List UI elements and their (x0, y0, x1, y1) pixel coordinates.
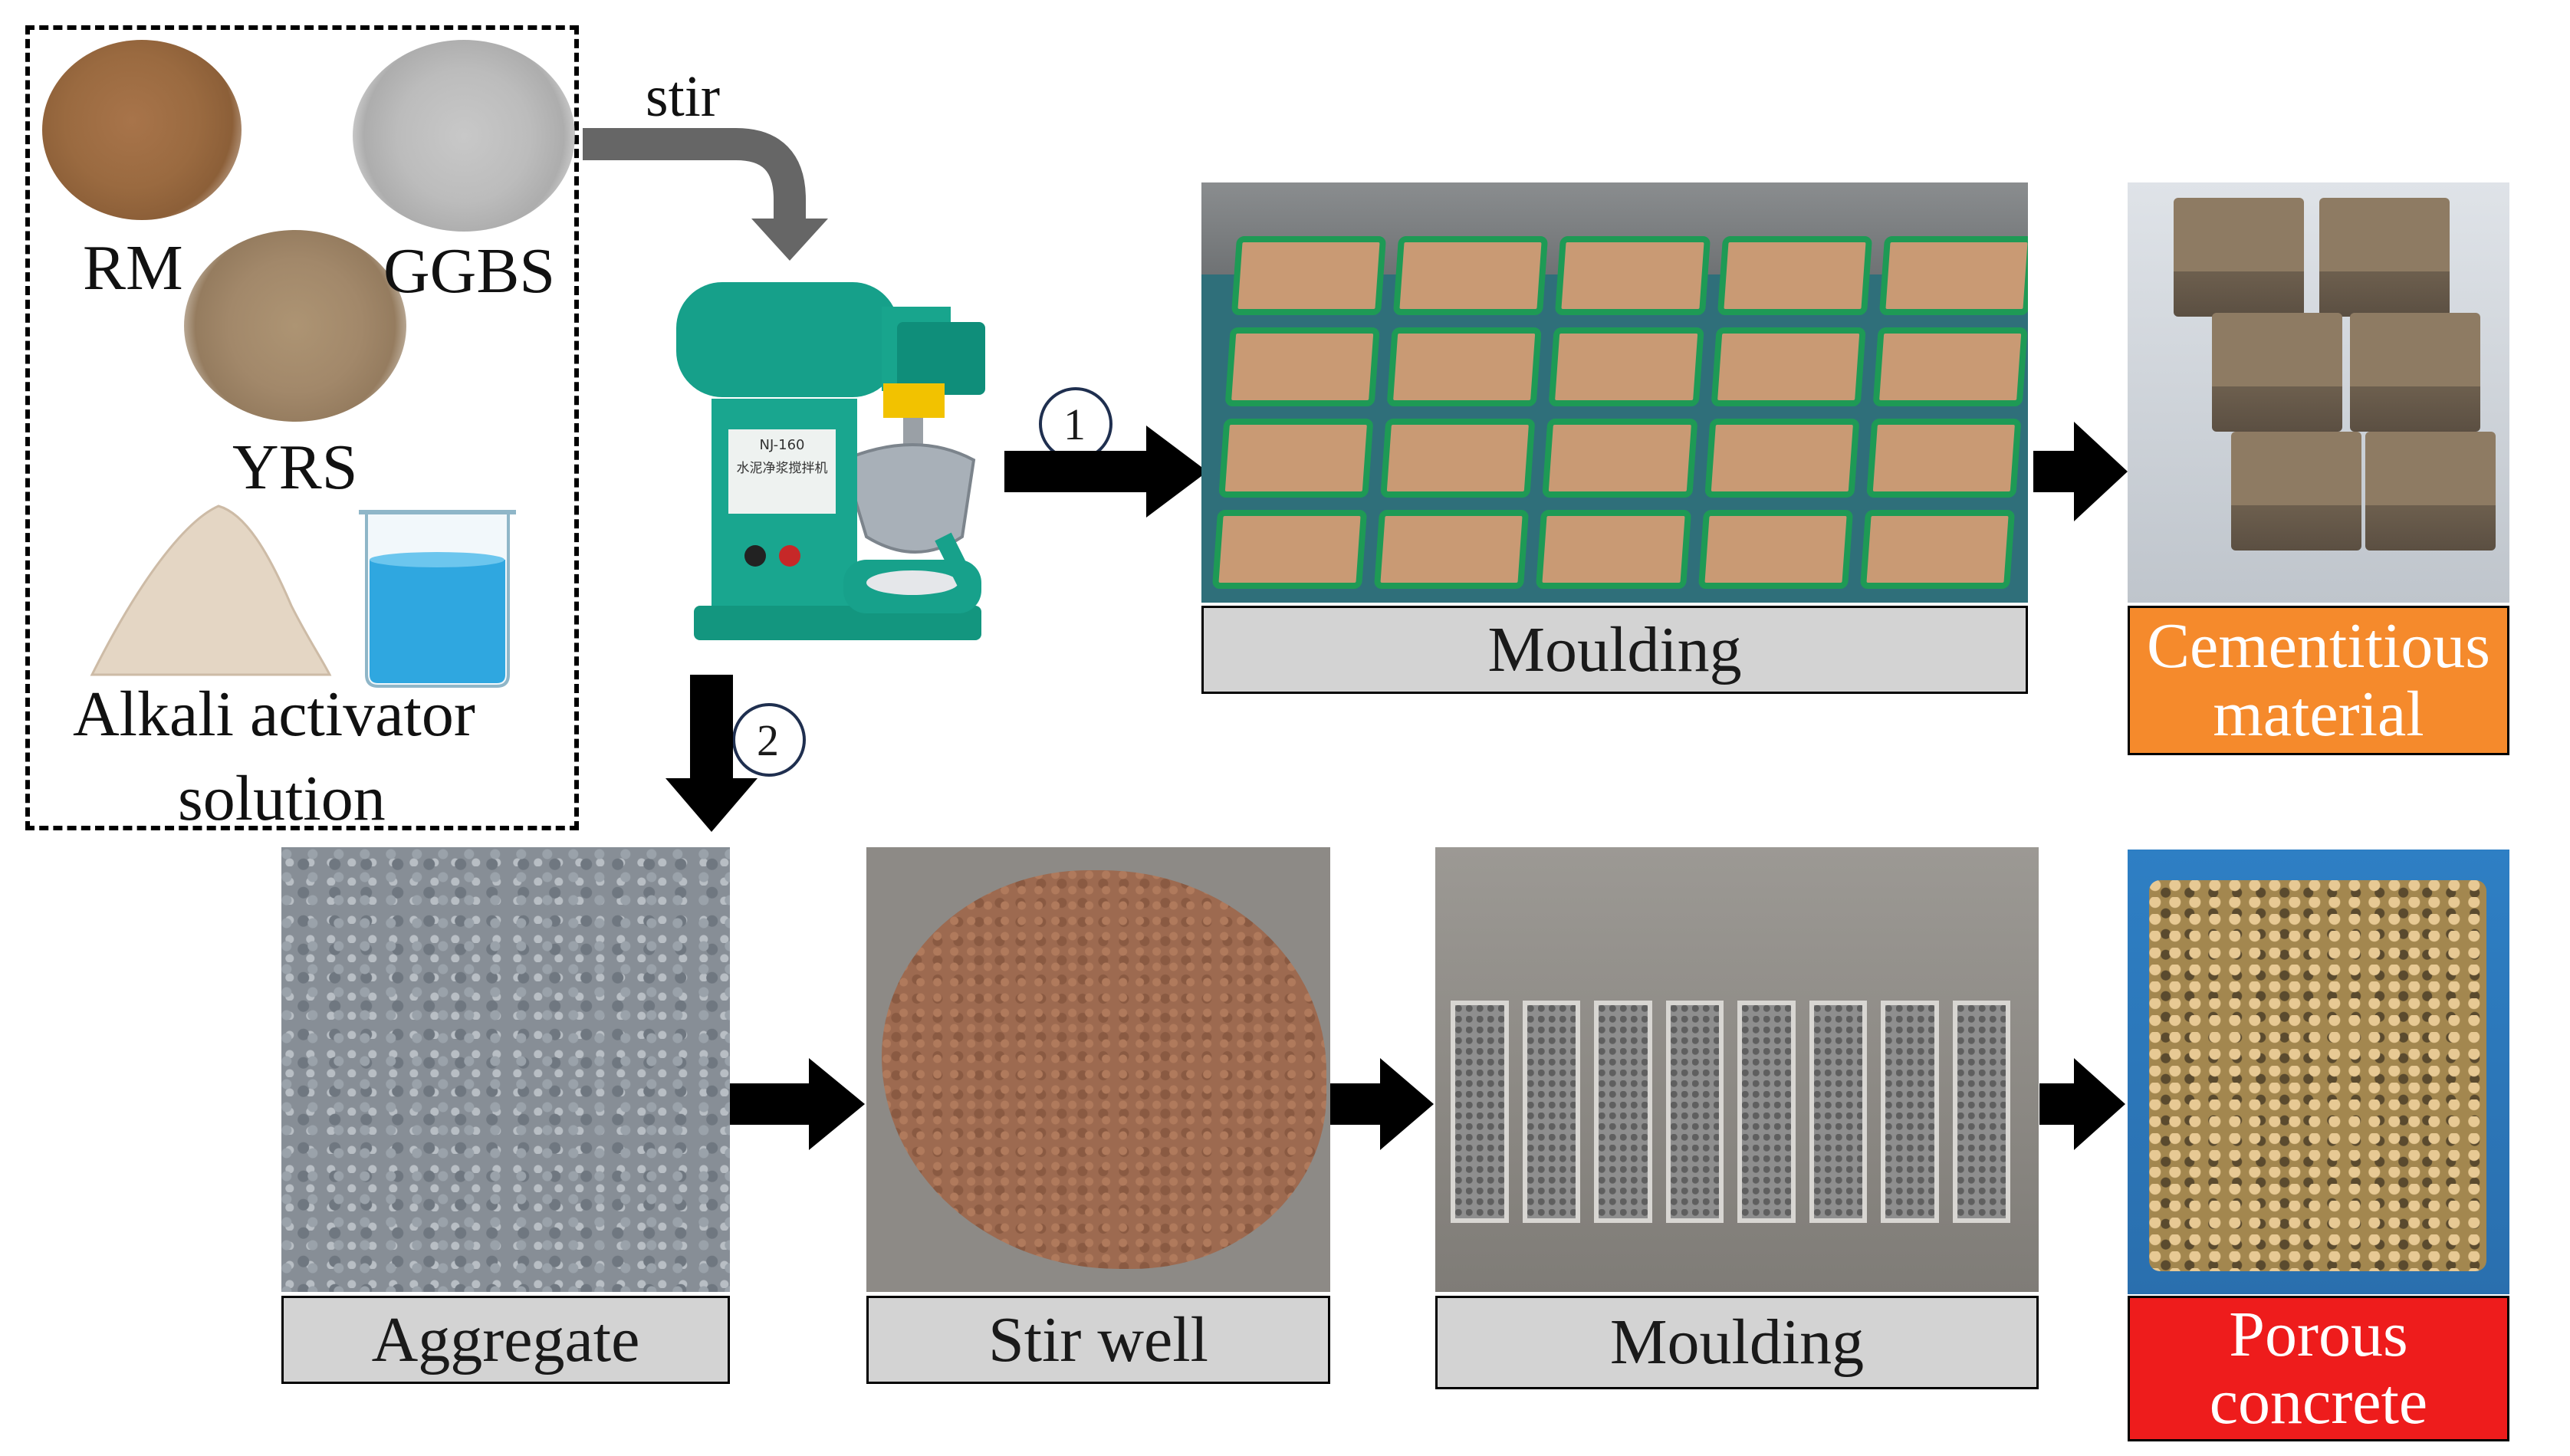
concrete-mold (1952, 1001, 2010, 1223)
ggbs-powder-image (353, 40, 575, 232)
paste-mold (1859, 510, 2016, 589)
paste-mold (1866, 419, 2022, 498)
step-one-label: 1 (1063, 399, 1086, 449)
concrete-mold (1881, 1001, 1939, 1223)
paste-mold (1380, 419, 1536, 498)
arrow-down-to-aggregate (666, 675, 758, 832)
paste-mold (1555, 236, 1711, 315)
activator-label-line2: solution (178, 763, 386, 834)
paste-mold (1548, 327, 1704, 406)
concrete-mold (1665, 1001, 1724, 1223)
activator-label-line1: Alkali activator (73, 679, 475, 750)
concrete-mold (1451, 1001, 1509, 1223)
mixer-plate-model: NJ-160 (759, 437, 805, 453)
porous-concrete-block (2149, 880, 2486, 1271)
paste-mold (1393, 236, 1549, 315)
cement-cube (2365, 432, 2496, 551)
paste-molds-grid (1211, 236, 2028, 589)
red-mud-powder-image (42, 40, 242, 220)
porous-caption-line1: Porous (2229, 1298, 2408, 1370)
cement-cube (2231, 432, 2361, 551)
paste-mold (1211, 510, 1368, 589)
concrete-mold (1737, 1001, 1796, 1223)
concrete-mold (1809, 1001, 1867, 1223)
paste-mold (1697, 510, 1853, 589)
stir-label: stir (646, 64, 721, 129)
paste-mold (1717, 236, 1872, 315)
stir-well-caption: Stir well (866, 1296, 1330, 1384)
arrow-to-stir-well (728, 1058, 865, 1150)
moulding-top-caption-text: Moulding (1487, 613, 1742, 685)
paste-mold (1542, 419, 1698, 498)
moulding-bottom-caption-text: Moulding (1609, 1306, 1865, 1378)
arrow-to-cementitious (2033, 422, 2128, 521)
porous-concrete-photo (2128, 850, 2509, 1294)
cement-cube (2319, 198, 2450, 317)
porous-concrete-caption: Porous concrete (2128, 1296, 2509, 1441)
paste-mold (1536, 510, 1691, 589)
porous-caption-line2: concrete (2209, 1366, 2428, 1438)
moulding-paste-photo (1201, 182, 2028, 603)
rm-label: RM (83, 232, 183, 304)
paste-mold (1704, 419, 1860, 498)
cement-cube (2212, 313, 2342, 432)
curved-arrow-to-mixer (583, 128, 828, 261)
concrete-mold (1594, 1001, 1652, 1223)
arrow-to-porous (2039, 1058, 2125, 1150)
paste-mold (1878, 236, 2028, 315)
arrow-to-moulding-top (1004, 426, 1208, 518)
coated-aggregate-pile (882, 870, 1326, 1269)
paste-mold (1224, 327, 1380, 406)
aggregate-caption: Aggregate (281, 1296, 730, 1384)
yrs-label: YRS (232, 432, 358, 503)
cementitious-caption-line2: material (2213, 678, 2424, 750)
aggregate-photo (281, 847, 730, 1292)
paste-mold (1218, 419, 1374, 498)
paste-mold (1872, 327, 2028, 406)
stir-well-photo (866, 847, 1330, 1292)
ggbs-label: GGBS (383, 235, 556, 307)
cementitious-caption-line1: Cementitious (2147, 610, 2490, 682)
stir-well-caption-text: Stir well (988, 1303, 1208, 1375)
cementitious-caption: Cementitious material (2128, 606, 2509, 755)
mixer-plate-name: 水泥净浆搅拌机 (736, 461, 828, 476)
paste-mold (1711, 327, 1866, 406)
paste-mold (1374, 510, 1530, 589)
moulding-concrete-photo (1435, 847, 2039, 1292)
cement-cube (2350, 313, 2480, 432)
raw-materials-box (25, 25, 579, 830)
cement-cube (2174, 198, 2304, 317)
yrs-powder-image (184, 230, 406, 422)
paste-mold (1386, 327, 1543, 406)
step-two-label: 2 (757, 715, 779, 765)
cementitious-cubes-photo (2128, 182, 2509, 603)
aggregate-caption-text: Aggregate (371, 1303, 640, 1375)
paste-mold (1231, 236, 1387, 315)
moulding-bottom-caption: Moulding (1435, 1296, 2039, 1389)
moulding-top-caption: Moulding (1201, 606, 2028, 694)
concrete-molds-row (1451, 1001, 2010, 1223)
concrete-mold (1522, 1001, 1580, 1223)
arrow-to-moulding-bottom (1330, 1058, 1434, 1150)
